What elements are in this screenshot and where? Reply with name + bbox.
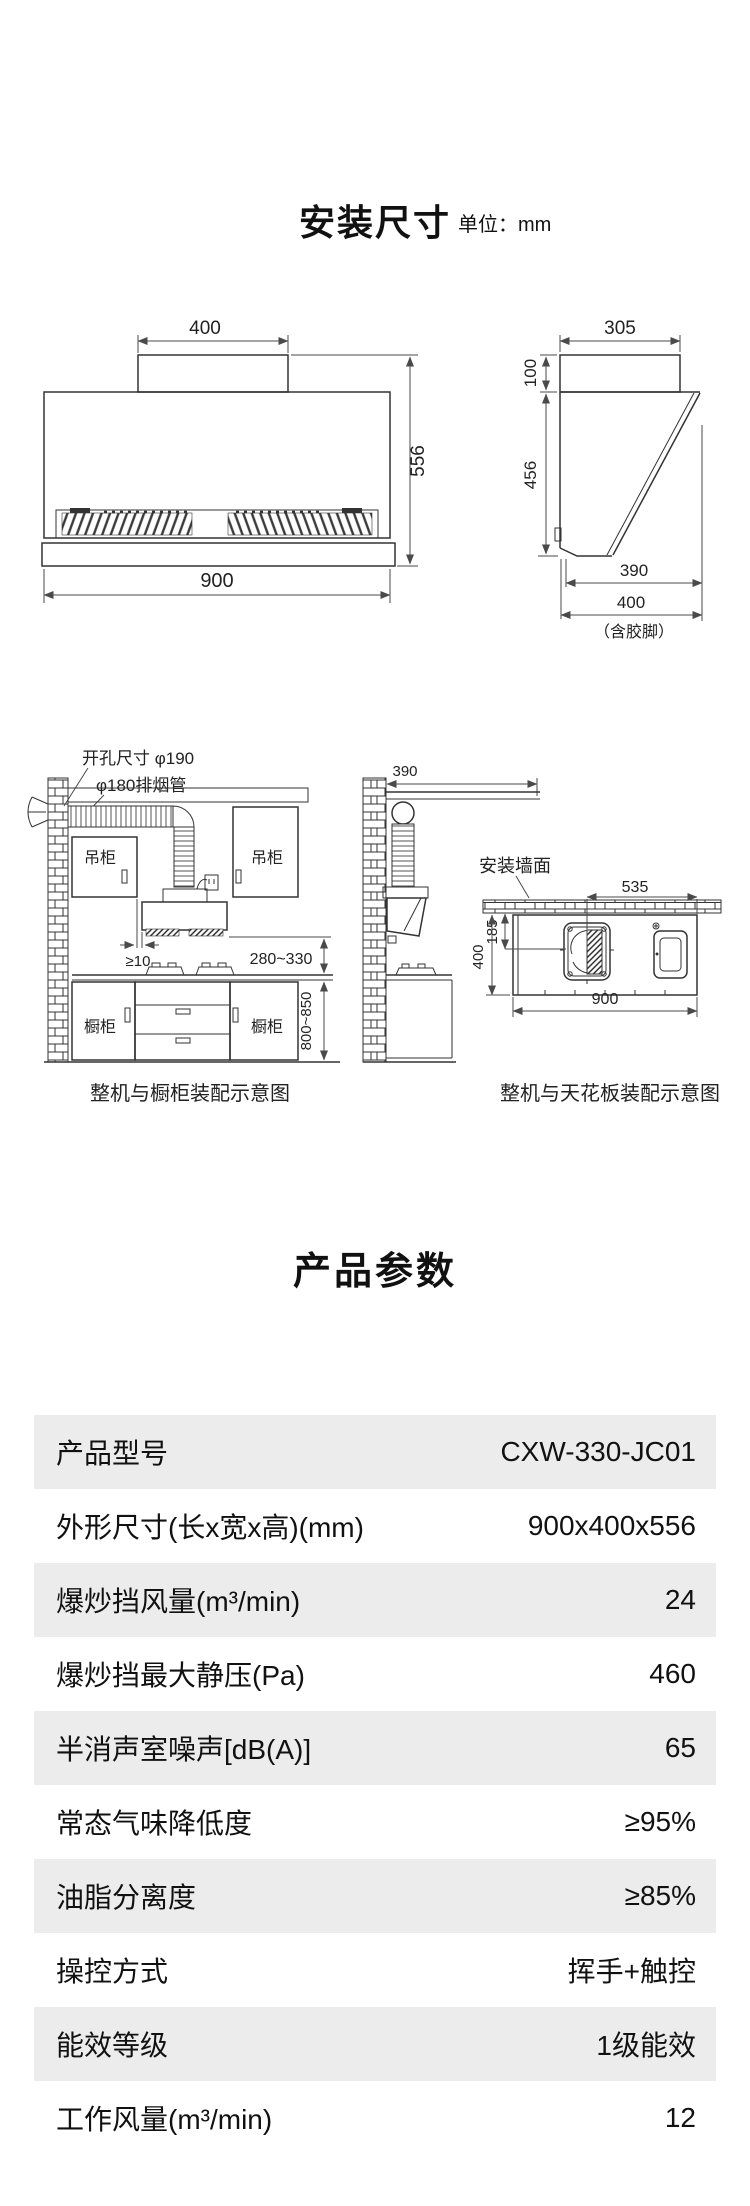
dim-side-body-height: 456 [521, 461, 540, 489]
spec-label: 爆炒挡风量(m³/min) [56, 1586, 301, 1617]
dim-side-top: 305 [604, 318, 636, 339]
spec-value: CXW-330-JC01 [500, 1436, 696, 1467]
stove-clearance-label: 280~330 [250, 951, 313, 968]
spec-value: 挥手+触控 [567, 1956, 696, 1987]
pipe-label: φ180排烟管 [96, 776, 186, 795]
spec-row-grease-separation: 油脂分离度 ≥85% [34, 1859, 716, 1933]
spec-row-noise: 半消声室噪声[dB(A)] 65 [34, 1711, 716, 1785]
spec-label: 操控方式 [56, 1956, 169, 1987]
ceiling-assembly-diagram: 安装墙面 535 [470, 856, 722, 1105]
dim-side-note: （含胶脚） [594, 623, 674, 641]
dimension-drawing-front-side: 400 556 900 305 1 [41, 318, 703, 641]
base-cabinet-left-label: 橱柜 [84, 1018, 116, 1036]
spec-label: 爆炒挡最大静压(Pa) [56, 1660, 305, 1691]
wall-mount-side-diagram: 390 [362, 763, 540, 1063]
spec-value: 65 [664, 1732, 696, 1763]
assembly-diagrams: 开孔尺寸 φ190 φ180排烟管 吊柜 吊柜 [27, 749, 722, 1105]
spec-label: 常态气味降低度 [56, 1808, 253, 1839]
dim-front-top: 400 [189, 318, 221, 339]
spec-label: 外形尺寸(长x宽x高)(mm) [56, 1512, 364, 1543]
side-view-dimensions: 305 100 456 390 400 （含胶脚） [521, 318, 703, 641]
spec-row-model: 产品型号 CXW-330-JC01 [34, 1415, 716, 1489]
counter-height-label: 800~850 [298, 992, 315, 1051]
spec-label: 工作风量(m³/min) [56, 2104, 273, 2135]
front-view-dimensions: 400 556 900 [43, 318, 429, 603]
wall-cabinet-right-label: 吊柜 [251, 849, 283, 867]
cabinet-diagram-caption: 整机与橱柜装配示意图 [90, 1082, 290, 1105]
spec-value: ≥85% [624, 1880, 696, 1911]
spec-label: 能效等级 [56, 2030, 169, 2061]
unit-label: 单位：mm [458, 214, 552, 236]
spec-row-energy: 能效等级 1级能效 [34, 2007, 716, 2081]
spec-label: 产品型号 [56, 1438, 169, 1469]
spec-table: 产品型号 CXW-330-JC01 外形尺寸(长x宽x高)(mm) 900x40… [34, 1415, 716, 2155]
spec-value: 1级能效 [596, 2030, 696, 2061]
wall-surface-label: 安装墙面 [479, 856, 551, 876]
fan-offset-label: 535 [622, 879, 649, 896]
side-view [554, 354, 701, 557]
install-dimensions-header: 安装尺寸 单位：mm [0, 194, 750, 244]
gap-dim-label: ≥10 [126, 953, 151, 970]
spec-row-size: 外形尺寸(长x宽x高)(mm) 900x400x556 [34, 1489, 716, 1563]
hole-size-label: 开孔尺寸 φ190 [82, 749, 194, 768]
spec-label: 油脂分离度 [56, 1882, 197, 1913]
width-label: 900 [592, 991, 619, 1008]
mid-depth-label: 390 [392, 763, 417, 780]
ceiling-diagram-caption: 整机与天花板装配示意图 [500, 1082, 720, 1105]
dim-side-duct-height: 100 [521, 359, 540, 387]
dim-side-depth: 390 [620, 561, 648, 580]
spec-value: 900x400x556 [527, 1510, 696, 1541]
dim-front-height: 556 [408, 445, 429, 477]
spec-value: 24 [664, 1584, 696, 1615]
depth-total-label: 400 [470, 944, 487, 969]
cabinet-assembly-diagram: 开孔尺寸 φ190 φ180排烟管 吊柜 吊柜 [27, 749, 340, 1105]
spec-value: 12 [664, 2102, 696, 2133]
spec-row-airflow-max: 爆炒挡风量(m³/min) 24 [34, 1563, 716, 1637]
front-view [41, 354, 396, 567]
spec-row-control: 操控方式 挥手+触控 [34, 1933, 716, 2007]
section-title-install: 安装尺寸 [298, 202, 451, 243]
spec-row-static-pressure: 爆炒挡最大静压(Pa) 460 [34, 1637, 716, 1711]
spec-row-working-airflow: 工作风量(m³/min) 12 [34, 2081, 716, 2155]
dim-side-depth-total: 400 [617, 593, 645, 612]
dim-front-width: 900 [200, 570, 233, 592]
wall-cabinet-left-label: 吊柜 [84, 849, 116, 867]
spec-value: ≥95% [624, 1806, 696, 1837]
spec-row-odor-reduction: 常态气味降低度 ≥95% [34, 1785, 716, 1859]
spec-value: 460 [649, 1658, 696, 1689]
spec-label: 半消声室噪声[dB(A)] [56, 1734, 312, 1765]
base-cabinet-right-label: 橱柜 [251, 1018, 283, 1036]
section-title-parameters: 产品参数 [292, 1251, 457, 1293]
